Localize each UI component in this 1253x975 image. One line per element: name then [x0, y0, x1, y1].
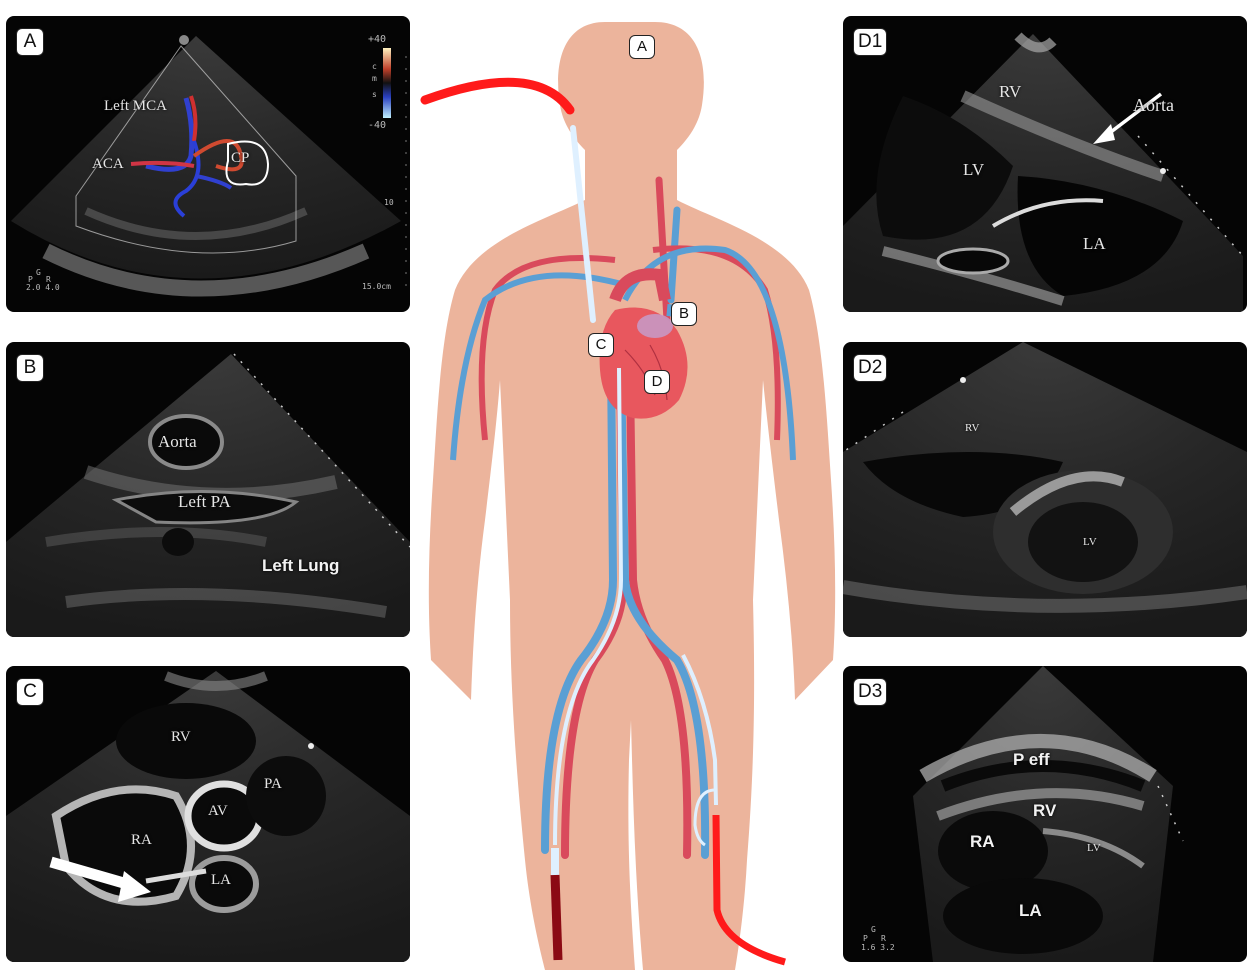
- circulation-body-diagram: A B C D: [415, 0, 840, 970]
- panel-c-badge: C: [16, 678, 44, 706]
- label-lv: LV: [963, 160, 985, 179]
- label-ra: RA: [131, 832, 152, 848]
- panel-a-cranial-doppler: A Left MCA ACA CP +40 c m s -40 10 15.0c…: [6, 16, 410, 312]
- label-aorta: Aorta: [1133, 95, 1174, 115]
- probe-p-label: P: [28, 275, 33, 284]
- probe-values: 1.6 3.2: [861, 943, 895, 952]
- probe-values: 2.0 4.0: [26, 283, 60, 292]
- body-label-b: B: [671, 302, 697, 326]
- probe-g-label: G: [36, 268, 41, 277]
- color-scale-unit-c: c: [372, 62, 377, 71]
- body-label-c: C: [588, 333, 614, 357]
- probe-r-label: R: [46, 275, 51, 284]
- label-rv: RV: [171, 729, 191, 745]
- panel-d3-badge: D3: [853, 678, 888, 706]
- panel-b-suprasternal-view: B Aorta Left PA Left Lung: [6, 342, 410, 637]
- panel-d1-ultrasound-image: [843, 32, 1244, 312]
- depth-readout: 15.0cm: [362, 282, 391, 291]
- label-lv: LV: [1083, 536, 1097, 548]
- label-rv: RV: [965, 422, 980, 434]
- label-la: LA: [211, 872, 231, 888]
- probe-g-label: G: [871, 925, 876, 934]
- panel-d2-badge: D2: [853, 354, 888, 382]
- label-rv: RV: [1033, 801, 1057, 820]
- label-cp: CP: [231, 150, 250, 166]
- label-lv: LV: [1087, 842, 1101, 854]
- panel-d3-subcostal-view: D3 P eff RV RA LV LA G P R 1.6 3.2: [843, 666, 1247, 962]
- label-left-lung: Left Lung: [262, 556, 340, 575]
- label-aca: ACA: [92, 156, 124, 172]
- label-av: AV: [208, 803, 228, 819]
- panel-d3-ultrasound-image: [913, 666, 1184, 962]
- panel-d2-short-axis: D2 RV LV: [843, 342, 1247, 637]
- panel-d1-badge: D1: [853, 28, 888, 56]
- panel-d2-ultrasound-image: [843, 342, 1247, 637]
- panel-d1-parasternal-long-axis: D1 RV Aorta LV LA: [843, 16, 1247, 312]
- body-label-a: A: [629, 35, 655, 59]
- panel-c-ultrasound-image: [6, 671, 410, 962]
- label-ra: RA: [970, 832, 995, 851]
- probe-p-label: P: [863, 934, 868, 943]
- color-scale-bottom: -40: [368, 120, 387, 131]
- label-left-pa: Left PA: [178, 492, 231, 511]
- color-scale-unit-s: s: [372, 90, 377, 99]
- label-left-mca: Left MCA: [104, 98, 167, 114]
- panel-b-badge: B: [16, 354, 44, 382]
- label-la: LA: [1083, 234, 1106, 253]
- probe-r-label: R: [881, 934, 886, 943]
- label-p-eff: P eff: [1013, 750, 1050, 769]
- color-scale-unit-m: m: [372, 74, 377, 83]
- body-label-d: D: [644, 370, 670, 394]
- panel-b-ultrasound-image: [6, 353, 410, 637]
- label-rv: RV: [999, 82, 1022, 101]
- color-scale-top: +40: [368, 34, 387, 45]
- panel-a-badge: A: [16, 28, 44, 56]
- panel-c-short-axis-view: C RV PA AV RA LA: [6, 666, 410, 962]
- label-aorta: Aorta: [158, 432, 197, 451]
- body-diagram-svg: [420, 22, 836, 970]
- label-la: LA: [1019, 901, 1042, 920]
- panel-a-ultrasound-image: [11, 35, 407, 297]
- depth-mark: 10: [384, 198, 394, 207]
- label-pa: PA: [264, 776, 282, 792]
